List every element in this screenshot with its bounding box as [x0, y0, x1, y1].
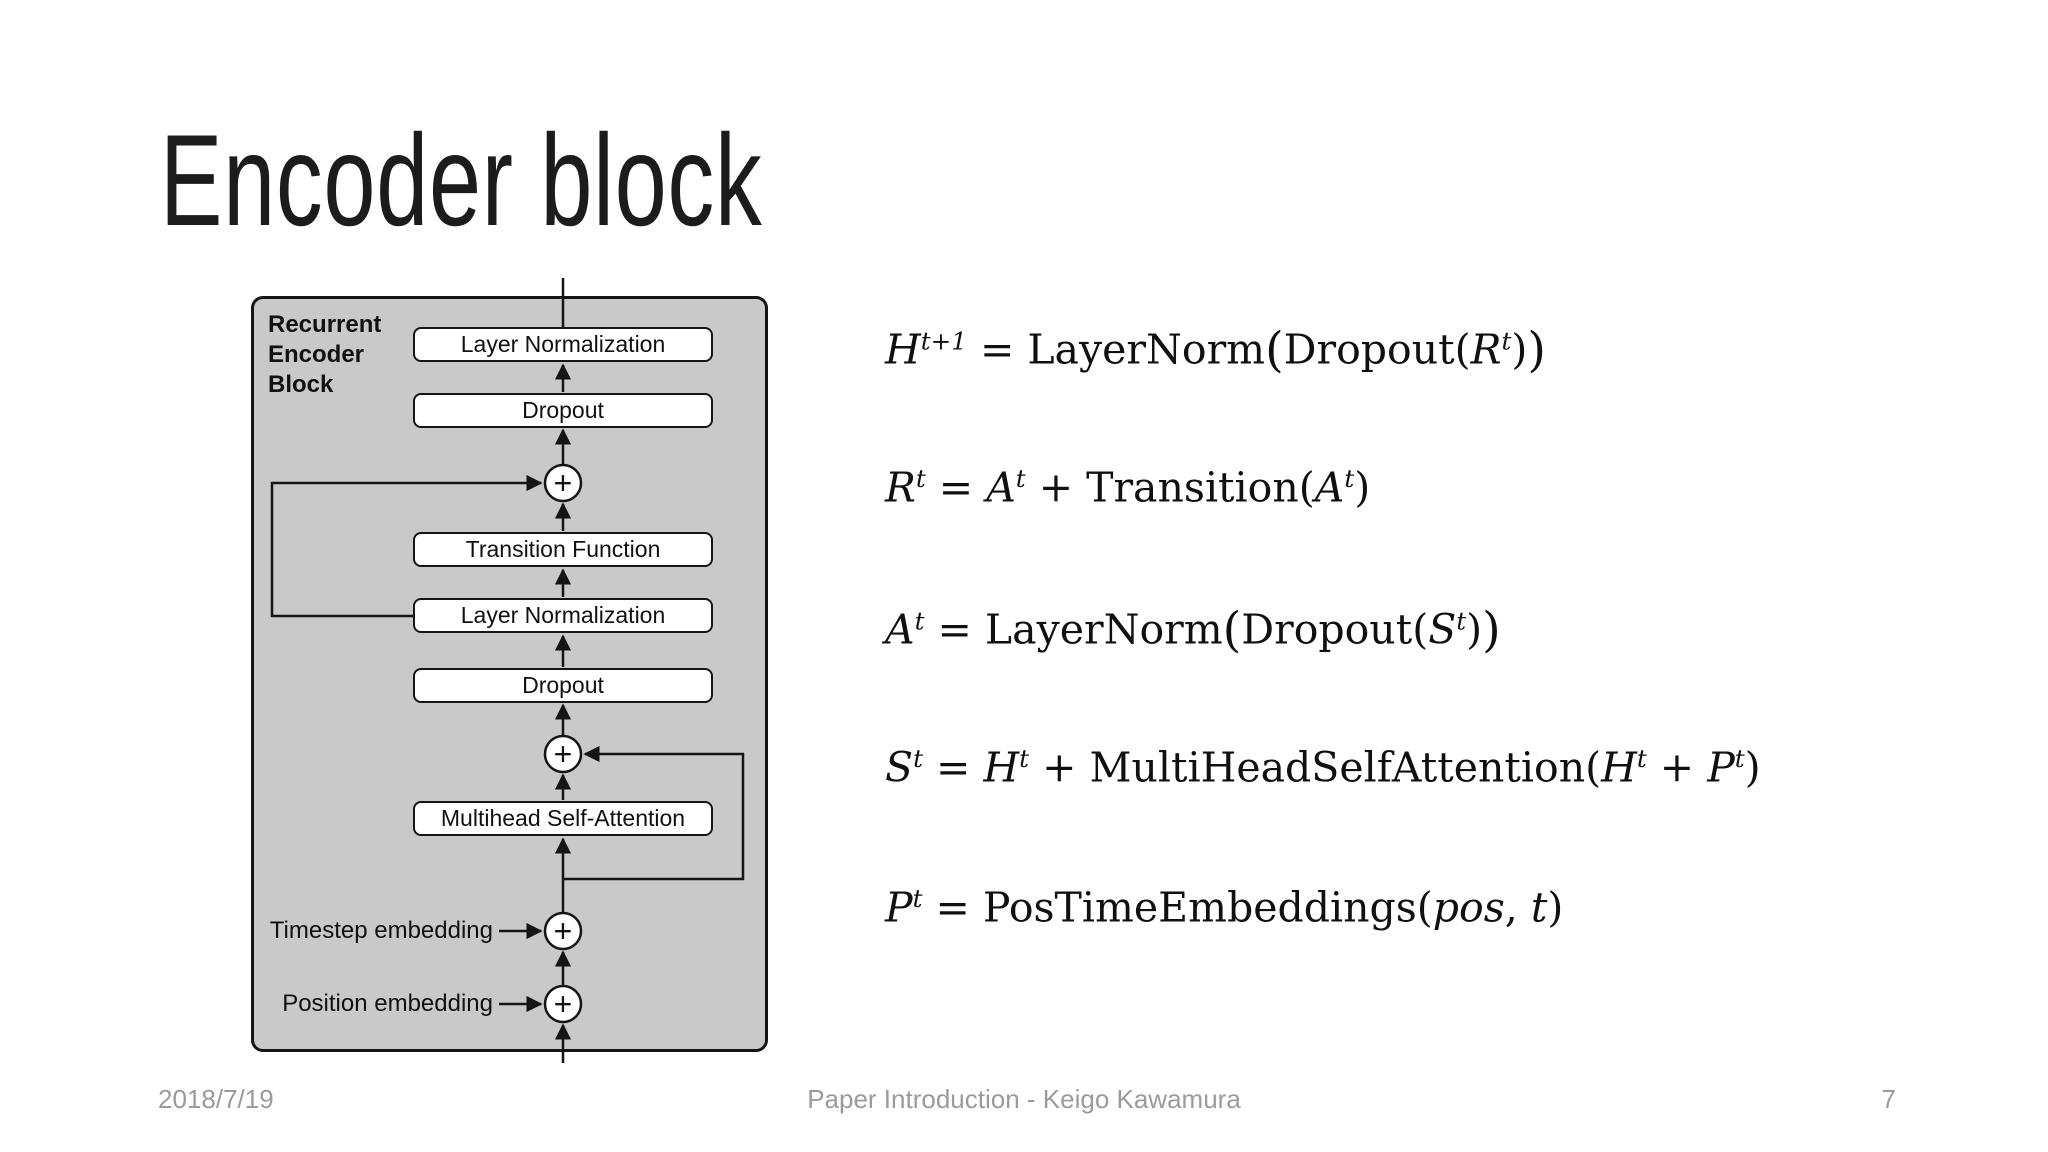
panel-label-line: Block [268, 371, 334, 398]
eq-part: t [1636, 744, 1647, 773]
eq-part: ) [1527, 323, 1546, 378]
eq-part: , [1504, 883, 1531, 932]
eq-part: R [885, 463, 916, 512]
eq-part: t [915, 464, 926, 493]
box-layer-normalization-top: Layer Normalization [413, 327, 713, 362]
eq-part: ) [1466, 605, 1483, 654]
footer-date: 2018/7/19 [158, 1084, 274, 1114]
eq-part: H [983, 743, 1020, 792]
eq-part: + [1025, 463, 1087, 512]
eq-part: = [922, 743, 984, 792]
eq-part: t [913, 744, 923, 773]
eq-part: = [922, 883, 983, 932]
position-embedding-label: Position embedding [282, 990, 493, 1017]
eq-part: MultiHeadSelfAttention [1089, 743, 1586, 792]
eq-part: + [1646, 743, 1708, 792]
plus-icon: + [554, 465, 573, 501]
eq-part: ) [1511, 325, 1528, 374]
eq-part: Dropout [1241, 605, 1413, 654]
eq-part: LayerNorm [984, 605, 1223, 654]
eq-part: PosTimeEmbeddings [982, 883, 1417, 932]
residual-connection-left [270, 474, 543, 618]
eq-part: t [1734, 744, 1745, 773]
eq-part: t [1015, 464, 1026, 493]
eq-part: t [914, 606, 925, 636]
eq-part: ) [1547, 883, 1564, 932]
eq-part: H [1601, 743, 1637, 792]
eq-part: ( [1585, 743, 1602, 792]
eq-part: = [966, 325, 1028, 374]
eq-part: LayerNorm [1027, 325, 1266, 374]
add-node [543, 911, 583, 951]
eq-part: R [1470, 325, 1502, 374]
eq-part: t [1456, 606, 1467, 636]
box-multihead-self-attention: Multihead Self-Attention [413, 801, 713, 836]
add-node [543, 463, 583, 503]
page-title: Encoder block [160, 107, 763, 253]
residual-connection-right [563, 745, 745, 881]
plus-icons: + + + + [554, 465, 573, 1022]
eq-part: S [1428, 605, 1457, 654]
eq-part: Dropout [1283, 325, 1455, 374]
equation-r: Rt = At + Transition(At) [885, 464, 1370, 508]
eq-part: A [1314, 463, 1345, 512]
plus-icon: + [554, 913, 573, 949]
box-transition-function: Transition Function [413, 532, 713, 567]
plus-icon: + [554, 736, 573, 772]
eq-part: P [1707, 743, 1735, 792]
timestep-embedding-label: Timestep embedding [269, 917, 493, 944]
panel-label-line: Recurrent [268, 311, 382, 338]
eq-part: ( [1298, 463, 1315, 512]
eq-part: ( [1416, 883, 1433, 932]
eq-part: Transition [1086, 463, 1299, 512]
equation-a: At = LayerNorm(Dropout(St)) [885, 607, 1501, 655]
plus-icon: + [554, 986, 573, 1022]
eq-part: ( [1265, 323, 1284, 378]
eq-part: t [1019, 744, 1030, 773]
eq-part: P [885, 883, 913, 932]
eq-part: ) [1482, 603, 1501, 658]
eq-part: = [924, 605, 985, 654]
flow-arrows [270, 278, 745, 1063]
equation-p: Pt = PosTimeEmbeddings(pos, t) [885, 884, 1563, 928]
panel-label-line: Encoder [268, 341, 365, 368]
eq-part: = [925, 463, 987, 512]
box-dropout-mid: Dropout [413, 668, 713, 703]
eq-part: t [912, 884, 923, 913]
box-layer-normalization-mid: Layer Normalization [413, 598, 713, 633]
eq-part: ) [1354, 463, 1371, 512]
eq-part: t [1344, 464, 1355, 493]
add-node [543, 984, 583, 1024]
eq-part: pos [1432, 883, 1505, 932]
box-dropout-top: Dropout [413, 393, 713, 428]
eq-part: + [1029, 743, 1090, 792]
eq-part: S [885, 743, 914, 792]
eq-part: t [1501, 326, 1512, 356]
eq-part: H [885, 325, 921, 374]
eq-part: ( [1412, 605, 1429, 654]
eq-part: t+1 [920, 326, 967, 356]
eq-part: t [1530, 883, 1548, 932]
eq-part: A [986, 463, 1016, 512]
equation-s: St = Ht + MultiHeadSelfAttention(Ht + Pt… [885, 744, 1761, 788]
panel-label: Recurrent Encoder Block [268, 310, 381, 400]
eq-part: ) [1744, 743, 1761, 792]
add-node [543, 734, 583, 774]
footer-title: Paper Introduction - Keigo Kawamura [807, 1084, 1241, 1114]
add-nodes [543, 463, 583, 1024]
eq-part: ( [1454, 325, 1471, 374]
footer-page-number: 7 [1881, 1084, 1896, 1114]
equation-h: Ht+1 = LayerNorm(Dropout(Rt)) [885, 327, 1546, 375]
eq-part: ( [1222, 603, 1242, 658]
eq-part: A [885, 605, 915, 654]
